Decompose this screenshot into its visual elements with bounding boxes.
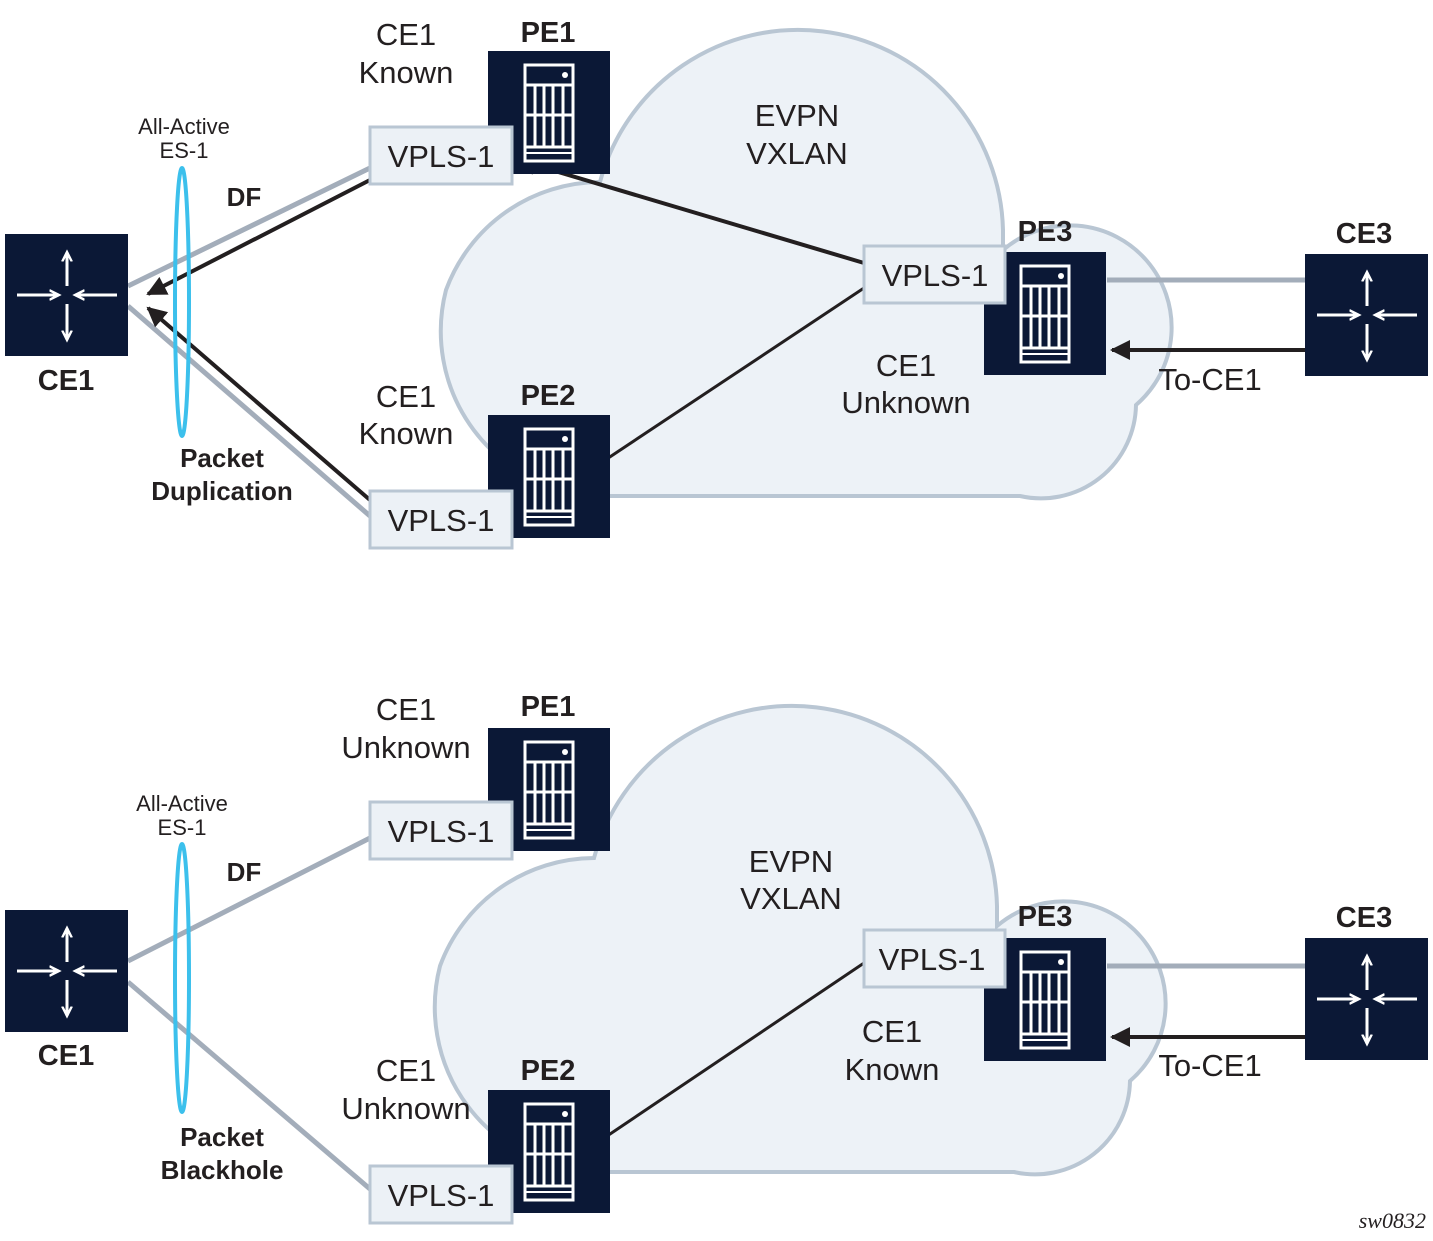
ce3-router-icon[interactable]: [1305, 254, 1428, 376]
link-ce1-pe1: [126, 165, 372, 289]
flow-pe2-to-ce1: [146, 306, 372, 502]
pe3-state-line1: CE1: [876, 348, 936, 383]
pe1-vpls-label: VPLS-1: [388, 139, 495, 174]
pe2-vpls-label: VPLS-1: [388, 1178, 495, 1213]
flow-pe1-to-ce1: [146, 178, 371, 296]
pe3-state-line2: Known: [845, 1052, 940, 1087]
pe3-vpls-label: VPLS-1: [879, 942, 986, 977]
ce3-label: CE3: [1336, 902, 1392, 934]
ce1-router-icon[interactable]: [5, 234, 128, 356]
pe2-state-line2: Known: [359, 416, 454, 451]
pe2-state-line2: Unknown: [341, 1091, 470, 1126]
link-ce1-pe2: [126, 304, 372, 518]
ce1-label: CE1: [38, 365, 94, 397]
pe2-vpls-box[interactable]: VPLS-1: [368, 489, 514, 550]
issue-label-line1: Packet: [180, 1122, 264, 1152]
pe3-label: PE3: [1018, 216, 1073, 248]
es-label-line2: ES-1: [158, 815, 207, 840]
issue-label-line1: Packet: [180, 443, 264, 473]
panel-duplication: VPLS-1 VPLS-1 VPLS-1 PE1 PE2 PE3 CE1 CE3…: [5, 17, 1428, 550]
ce3-router-icon[interactable]: [1305, 938, 1428, 1060]
pe3-vpls-label: VPLS-1: [882, 258, 989, 293]
cloud-label-line1: EVPN: [755, 98, 839, 133]
df-label: DF: [227, 182, 262, 212]
pe2-state-line1: CE1: [376, 1053, 436, 1088]
pe3-vpls-box[interactable]: VPLS-1: [862, 244, 1007, 305]
pe3-label: PE3: [1018, 901, 1073, 933]
issue-label-line2: Blackhole: [161, 1155, 284, 1185]
cloud-label-line1: EVPN: [749, 844, 833, 879]
traffic-label: To-CE1: [1158, 1048, 1261, 1083]
issue-label-line2: Duplication: [151, 476, 293, 506]
pe1-state-line2: Unknown: [341, 730, 470, 765]
ce1-router-icon[interactable]: [5, 910, 128, 1032]
pe1-vpls-box[interactable]: VPLS-1: [368, 800, 514, 861]
link-ce1-pe1: [126, 835, 372, 964]
pe3-vpls-box[interactable]: VPLS-1: [862, 928, 1007, 989]
es-label-line1: All-Active: [138, 114, 230, 139]
es-ring-icon: [173, 166, 191, 438]
es-label-line2: ES-1: [160, 138, 209, 163]
ce1-label: CE1: [38, 1040, 94, 1072]
pe2-state-line1: CE1: [376, 379, 436, 414]
pe1-label: PE1: [521, 17, 576, 49]
flow-pe3-to-pe1: [516, 155, 865, 265]
pe1-state-line1: CE1: [376, 692, 436, 727]
ce3-label: CE3: [1336, 218, 1392, 250]
pe3-state-line2: Unknown: [841, 385, 970, 420]
pe1-vpls-box[interactable]: VPLS-1: [368, 125, 514, 186]
figure-id: sw0832: [1359, 1208, 1426, 1233]
pe2-label: PE2: [521, 380, 576, 412]
pe1-vpls-label: VPLS-1: [388, 814, 495, 849]
link-ce1-pe2: [126, 980, 372, 1191]
cloud-label-line2: VXLAN: [740, 881, 842, 916]
pe2-label: PE2: [521, 1055, 576, 1087]
pe3-state-line1: CE1: [862, 1014, 922, 1049]
pe1-label: PE1: [521, 691, 576, 723]
panel-blackhole: VPLS-1 VPLS-1 VPLS-1 PE1 PE2 PE3 CE1 CE3…: [5, 691, 1428, 1225]
traffic-label: To-CE1: [1158, 362, 1261, 397]
cloud-label-line2: VXLAN: [746, 136, 848, 171]
pe1-state-line1: CE1: [376, 17, 436, 52]
pe2-vpls-label: VPLS-1: [388, 503, 495, 538]
pe2-vpls-box[interactable]: VPLS-1: [368, 1164, 514, 1225]
df-label: DF: [227, 857, 262, 887]
es-ring-icon: [173, 842, 191, 1114]
es-label-line1: All-Active: [136, 791, 228, 816]
pe1-state-line2: Known: [359, 55, 454, 90]
